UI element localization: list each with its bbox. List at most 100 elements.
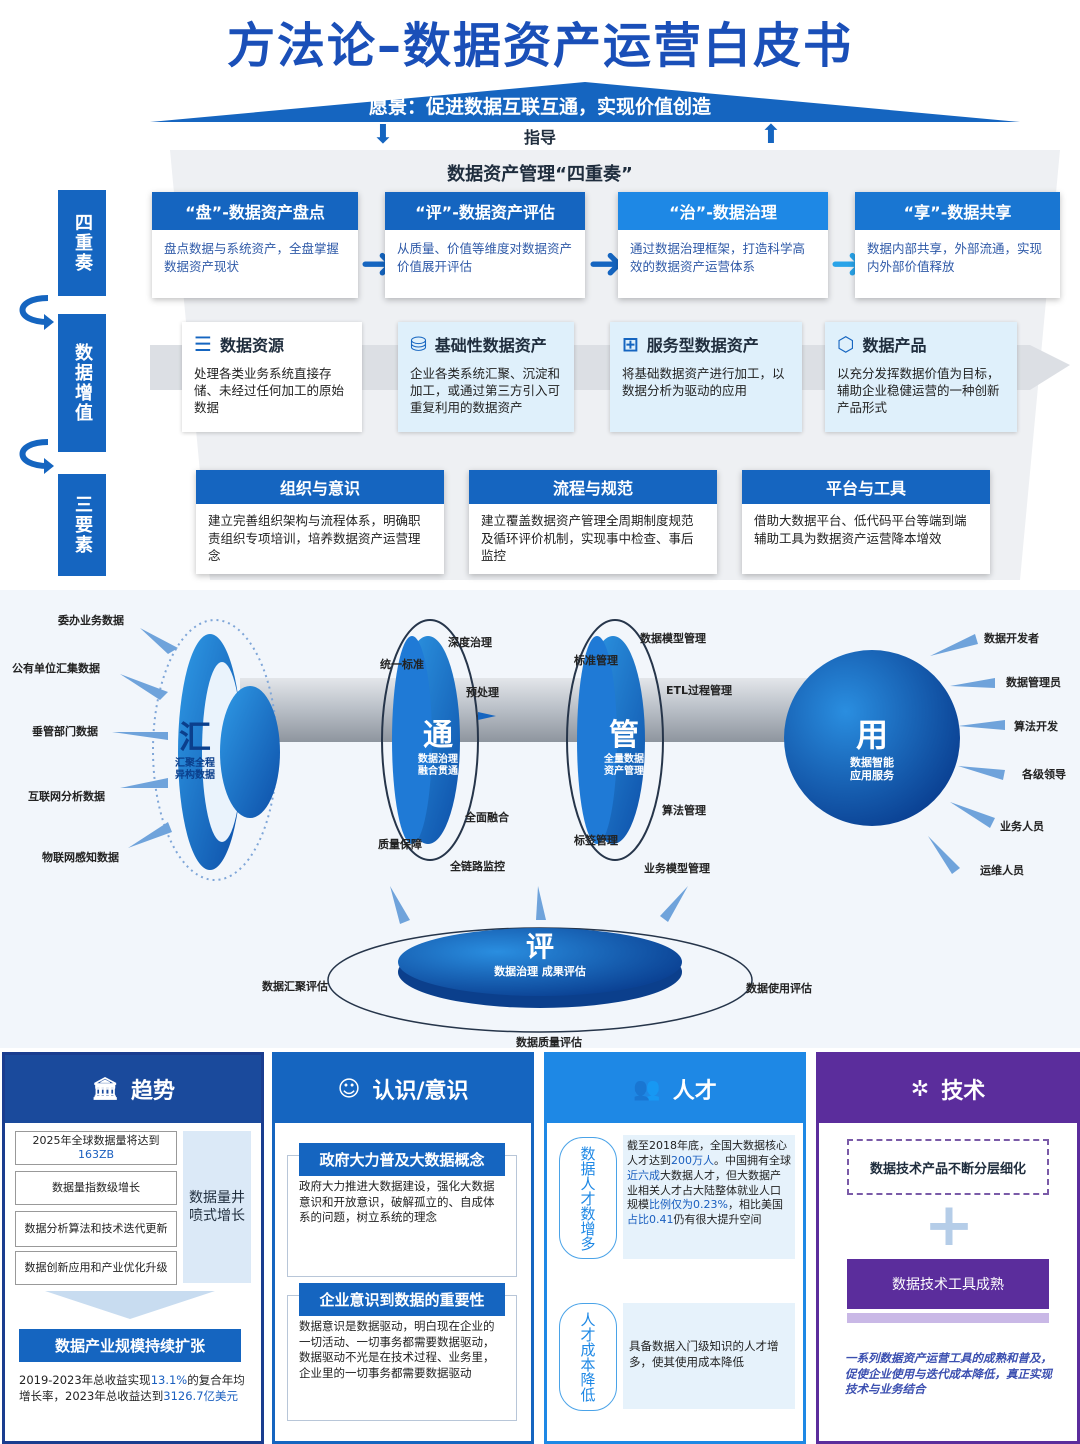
output-label: 数据管理员 <box>1006 674 1061 690</box>
quartet-card-zhi: “治”-数据治理 通过数据治理框架，打造科学高效的数据资产运营体系 <box>618 192 828 298</box>
sidebar-quartet: 四重奏 <box>58 190 106 296</box>
tong-label: 质量保障 <box>378 836 422 852</box>
yong-small: 数据智能应用服务 <box>846 756 898 782</box>
quartet-title: “盘”-数据资产盘点 <box>152 192 358 230</box>
hui-small: 汇聚全程异构数据 <box>172 758 218 782</box>
t1b: 200万人 <box>671 1154 714 1167</box>
element-title: 平台与工具 <box>742 470 990 504</box>
panel-tech: ✲ 技术 数据技术产品不断分层细化 + 数据技术工具成熟 一系列数据资产运营工具… <box>816 1052 1080 1444</box>
ping-label: 数据使用评估 <box>746 980 812 996</box>
aware-ribbon: 政府大力普及大数据概念 <box>299 1143 505 1176</box>
input-label: 垂管部门数据 <box>32 723 98 739</box>
talent-text-2: 具备数据入门级知识的人才增多，使其使用成本降低 <box>623 1303 795 1409</box>
tech-shadow <box>847 1313 1049 1323</box>
panel-title: 人才 <box>673 1073 717 1105</box>
element-platform: 平台与工具 借助大数据平台、低代码平台等端到端辅助工具为数据资产运营降本增效 <box>742 470 990 574</box>
panel-awareness: ☺ 认识/意识 政府大力普及大数据概念 政府大力推进大数据建设，强化大数据意识和… <box>272 1052 534 1444</box>
trend-box-value: 163ZB <box>78 1148 114 1162</box>
network-icon: ✲ <box>911 1077 929 1102</box>
element-title: 流程与规范 <box>469 470 717 504</box>
asset-product: ⬡数据产品 以充分发挥数据价值为目标，辅助企业稳健运营的一种创新产品形式 <box>825 322 1017 432</box>
trend-foot: 2019-2023年总收益实现13.1%的复合年均增长率，2023年总收益达到3… <box>19 1373 245 1404</box>
hui-node: 汇 汇聚全程异构数据 <box>172 712 218 782</box>
trend-foot-b: 13.1% <box>151 1373 188 1387</box>
trend-ribbon: 数据产业规模持续扩张 <box>19 1329 241 1362</box>
plus-icon: + <box>919 1195 979 1255</box>
asset-basic: ⛁基础性数据资产 企业各类系统汇聚、沉淀和加工，或通过第三方引入可重复利用的数据… <box>398 322 574 432</box>
database-icon: ☰ <box>194 332 212 356</box>
quartet-desc: 数据内部共享，外部流通，实现内外部价值释放 <box>855 230 1060 285</box>
quartet-title: “治”-数据治理 <box>618 192 828 230</box>
ping-label: 数据质量评估 <box>516 1034 582 1050</box>
sidebar-three-elements: 三要素 <box>58 474 106 576</box>
asset-desc: 处理各类业务系统直接存储、未经过任何加工的原始数据 <box>194 366 350 417</box>
page-title: 方法论–数据资产运营白皮书 <box>0 6 1080 76</box>
asset-desc: 以充分发挥数据价值为目标，辅助企业稳健运营的一种创新产品形式 <box>837 366 1005 417</box>
output-label: 运维人员 <box>980 862 1024 878</box>
guide-label: 指导 <box>0 124 1080 148</box>
element-desc: 建立完善组织架构与流程体系，明确职责组织专项培训，培养数据资产运营理念 <box>196 504 444 573</box>
asset-desc: 企业各类系统汇聚、沉淀和加工，或通过第三方引入可重复利用的数据资产 <box>410 366 562 417</box>
asset-title: 数据资源 <box>220 332 284 356</box>
guan-node: 管 全量数据资产管理 <box>594 710 654 778</box>
asset-data-resource: ☰ 数据资源 处理各类业务系统直接存储、未经过任何加工的原始数据 <box>182 322 362 432</box>
panel-header: 👥 人才 <box>547 1055 803 1123</box>
grid-icon: ⊞ <box>622 332 639 356</box>
trend-box: 数据量指数级增长 <box>15 1171 177 1205</box>
aware-ribbon: 企业意识到数据的重要性 <box>299 1283 505 1316</box>
asset-service: ⊞ 服务型数据资产 将基础数据资产进行加工，以数据分析为驱动的应用 <box>610 322 802 432</box>
tong-label: 全面融合 <box>465 809 509 825</box>
trend-box: 2025年全球数据量将达到 163ZB <box>15 1131 177 1165</box>
element-desc: 借助大数据平台、低代码平台等端到端辅助工具为数据资产运营降本增效 <box>742 504 990 555</box>
aware-text: 政府大力推进大数据建设，强化大数据意识和开放意识，破解孤立的、自成体系的问题，树… <box>299 1179 505 1226</box>
loop-arrows-icon <box>4 292 54 482</box>
guan-label: 数据模型管理 <box>640 630 706 646</box>
guan-label: 标签管理 <box>574 832 618 848</box>
quartet-desc: 通过数据治理框架，打造科学高效的数据资产运营体系 <box>618 230 828 285</box>
bank-icon: 🏛 <box>91 1077 119 1102</box>
tech-box-1: 数据技术产品不断分层细化 <box>847 1139 1049 1195</box>
tong-label: 全链路监控 <box>450 858 505 874</box>
panel-talent: 👥 人才 数据人才数增多 截至2018年底，全国大数据核心人才达到200万人。中… <box>544 1052 806 1444</box>
element-org: 组织与意识 建立完善组织架构与流程体系，明确职责组织专项培训，培养数据资产运营理… <box>196 470 444 574</box>
vision-text: 愿景：促进数据互联互通，实现价值创造 <box>0 92 1080 119</box>
talent-v1: 数据人才数增多 <box>559 1137 617 1259</box>
panel-header: 🏛 趋势 <box>5 1055 261 1123</box>
quartet-desc: 从质量、价值等维度对数据资产价值展开评估 <box>385 230 585 285</box>
quartet-card-xiang: “享”-数据共享 数据内部共享，外部流通，实现内外部价值释放 <box>855 192 1060 298</box>
asset-title: 服务型数据资产 <box>647 332 759 356</box>
tong-label: 统一标准 <box>380 656 424 672</box>
asset-desc: 将基础数据资产进行加工，以数据分析为驱动的应用 <box>622 366 790 400</box>
trend-side: 数据量井喷式增长 <box>183 1131 251 1283</box>
people-icon: 👥 <box>633 1077 660 1102</box>
panel-trend: 🏛 趋势 2025年全球数据量将达到 163ZB 数据量指数级增长 数据分析算法… <box>2 1052 264 1444</box>
down-arrow-icon <box>45 1291 215 1321</box>
panel-title: 趋势 <box>131 1073 175 1105</box>
tong-label: 深度治理 <box>448 634 492 650</box>
trend-box: 数据创新应用和产业优化升级 <box>15 1251 177 1285</box>
tech-box-2: 数据技术工具成熟 <box>847 1259 1049 1309</box>
panel-header: ✲ 技术 <box>819 1055 1077 1123</box>
quartet-card-pan: “盘”-数据资产盘点 盘点数据与系统资产，全盘掌握数据资产现状 <box>152 192 358 298</box>
data-stack-icon: ⛁ <box>410 332 427 356</box>
ping-label: 数据汇聚评估 <box>262 978 328 994</box>
t1h: 占比0.41 <box>627 1213 674 1226</box>
output-label: 算法开发 <box>1014 718 1058 734</box>
trend-box: 数据分析算法和技术迭代更新 <box>15 1211 177 1247</box>
element-desc: 建立覆盖数据资产管理全周期制度规范及循环评价机制，实现事中检查、事后监控 <box>469 504 717 573</box>
tech-foot: 一系列数据资产运营工具的成熟和普及，促使企业使用与迭代成本降低，真正实现技术与业… <box>845 1351 1055 1398</box>
guan-big: 管 <box>594 710 654 754</box>
panel-title: 认识/意识 <box>372 1073 468 1105</box>
input-label: 公有单位汇集数据 <box>12 660 100 676</box>
flow-diagram-graphics <box>0 590 1080 1048</box>
t1f: 比例仅为0.23% <box>649 1198 728 1211</box>
tong-big: 通 <box>408 710 468 754</box>
tong-node: 通 数据治理融合贯通 <box>408 710 468 778</box>
trend-foot-a: 2019-2023年总收益实现 <box>19 1373 151 1387</box>
guan-label: ETL过程管理 <box>666 682 732 698</box>
yong-big: 用 <box>822 710 922 756</box>
talent-v2: 人才成本降低 <box>559 1303 617 1411</box>
guan-label: 算法管理 <box>662 802 706 818</box>
panel-header: ☺ 认识/意识 <box>275 1055 531 1123</box>
output-label: 数据开发者 <box>984 630 1039 646</box>
